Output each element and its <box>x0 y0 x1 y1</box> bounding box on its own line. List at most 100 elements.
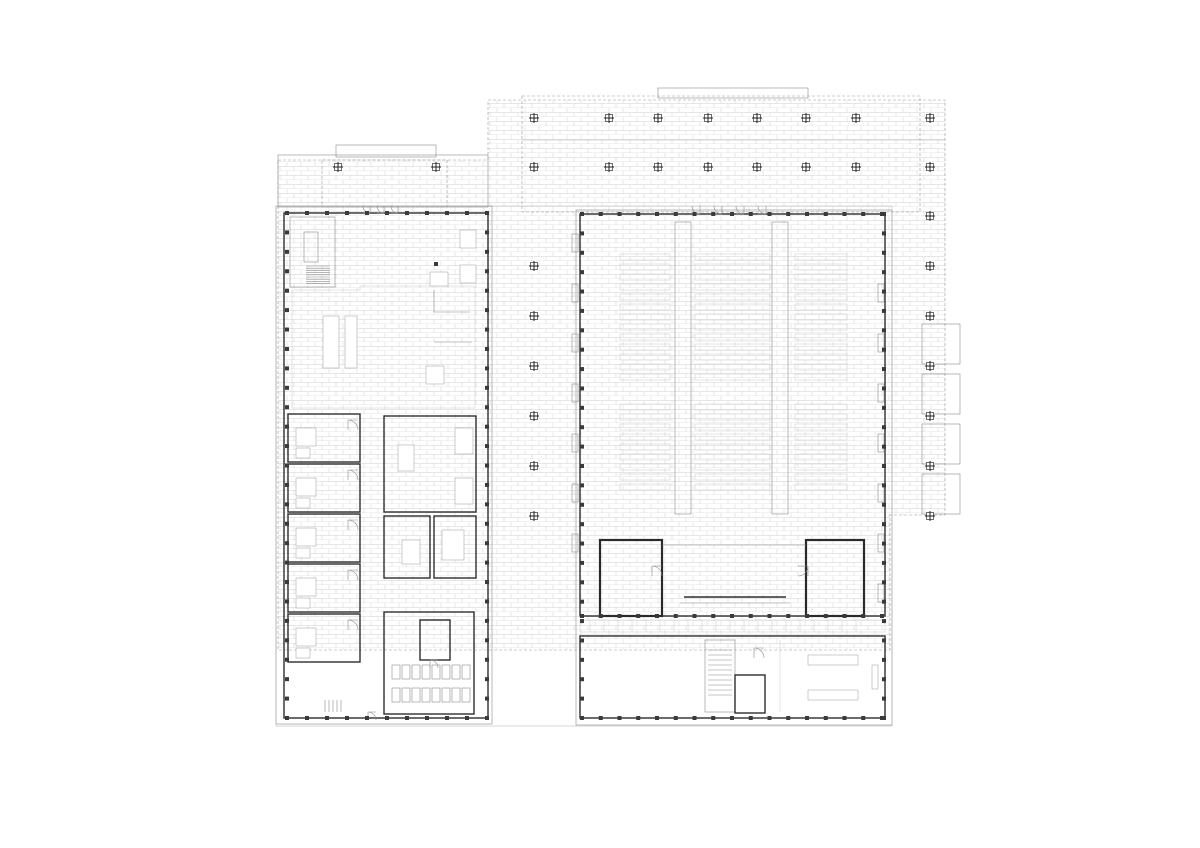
seat-row-icon <box>619 363 671 371</box>
seat-row-icon <box>694 333 771 341</box>
column-icon <box>580 405 584 410</box>
column-icon <box>655 716 659 720</box>
column-icon <box>465 211 469 215</box>
toilet-icon <box>401 687 411 703</box>
seat-row-icon <box>694 273 771 281</box>
door-swing-icon <box>713 205 723 215</box>
column-icon <box>882 367 886 372</box>
skylight-cross-icon <box>925 261 935 271</box>
column-icon <box>385 716 389 720</box>
seat-row-icon <box>694 263 771 271</box>
toilet-icon <box>461 664 471 680</box>
seat-row-icon <box>694 433 771 441</box>
seat-row-icon <box>794 423 848 431</box>
column-icon <box>305 211 309 215</box>
skylight-cross-icon <box>653 113 663 123</box>
seat-row-icon <box>619 333 671 341</box>
door-arc <box>347 619 359 631</box>
seat-row-icon <box>794 363 848 371</box>
column-icon <box>580 289 584 294</box>
skylight-cross <box>925 162 935 172</box>
column-icon <box>285 541 289 546</box>
seat-row-icon <box>694 283 771 291</box>
column-icon <box>882 328 886 333</box>
seat-row-icon <box>794 483 848 491</box>
east-bay <box>921 423 961 465</box>
chair-icon <box>295 447 311 459</box>
skylight-cross <box>529 261 539 271</box>
column-icon <box>580 231 584 236</box>
door-arc <box>347 419 359 431</box>
column-icon <box>580 347 584 352</box>
corridor <box>579 619 886 633</box>
column-icon <box>485 269 489 274</box>
column-icon <box>465 716 469 720</box>
skylight-cross-icon <box>529 261 539 271</box>
skylight-cross <box>431 162 441 172</box>
column-icon <box>580 212 584 216</box>
seat-row-icon <box>807 689 859 701</box>
window-bay <box>877 583 885 603</box>
desk-icon <box>454 477 474 505</box>
toilet-room <box>734 674 766 714</box>
column-icon <box>882 444 886 449</box>
seat-row-icon <box>794 273 848 281</box>
chair-group <box>459 264 477 284</box>
seat-row-icon <box>619 463 671 471</box>
skylight-cross-icon <box>925 211 935 221</box>
desk-icon <box>429 271 449 287</box>
skylight-cross-icon <box>529 113 539 123</box>
seat-row-icon <box>619 253 671 261</box>
column-icon <box>485 502 489 507</box>
column-icon <box>598 614 603 618</box>
column-icon <box>285 444 289 449</box>
chair-icon <box>295 547 311 559</box>
column-icon <box>861 212 866 216</box>
seat-row-icon <box>794 433 848 441</box>
skylight-cross <box>851 113 861 123</box>
skylight-cross-icon <box>925 511 935 521</box>
seat-row-icon <box>694 423 771 431</box>
column-icon <box>580 696 584 701</box>
column-icon <box>730 614 734 618</box>
column-icon <box>485 580 489 585</box>
column-icon <box>345 211 349 215</box>
window-bay <box>571 383 579 403</box>
roof-hatch-2 <box>657 87 809 99</box>
skylight-cross <box>529 411 539 421</box>
door-swing-icon <box>376 205 385 214</box>
column-icon <box>485 638 489 643</box>
skylight-cross-icon <box>925 361 935 371</box>
seat-row-icon <box>794 353 848 361</box>
column-icon <box>580 444 584 449</box>
skylight-cross-icon <box>529 511 539 521</box>
column-icon <box>580 560 584 565</box>
column-icon <box>580 464 584 468</box>
columns <box>285 211 886 720</box>
chair-icon <box>295 497 311 509</box>
door-arc <box>429 659 439 669</box>
column-icon <box>842 716 847 720</box>
chair-group <box>459 229 477 249</box>
column-icon <box>882 522 886 527</box>
column-icon <box>425 716 429 720</box>
column-icon <box>880 716 884 720</box>
column-icon <box>861 614 866 618</box>
column-icon <box>285 677 289 682</box>
column-icon <box>285 230 289 235</box>
column-icon <box>580 483 584 488</box>
stage-room-east <box>804 538 866 618</box>
column-icon <box>485 599 489 604</box>
skylight-cross-icon <box>752 162 762 172</box>
column-icon <box>580 308 584 313</box>
seat-row-icon <box>619 373 671 381</box>
column-icon <box>748 614 753 618</box>
column-icon <box>882 599 886 604</box>
skylight-cross-icon <box>529 461 539 471</box>
seat-row-icon <box>619 473 671 481</box>
column-icon <box>861 716 866 720</box>
column-icon <box>285 288 289 293</box>
column-icon <box>580 657 584 662</box>
skylight-cross <box>653 162 663 172</box>
office-room <box>433 515 477 579</box>
